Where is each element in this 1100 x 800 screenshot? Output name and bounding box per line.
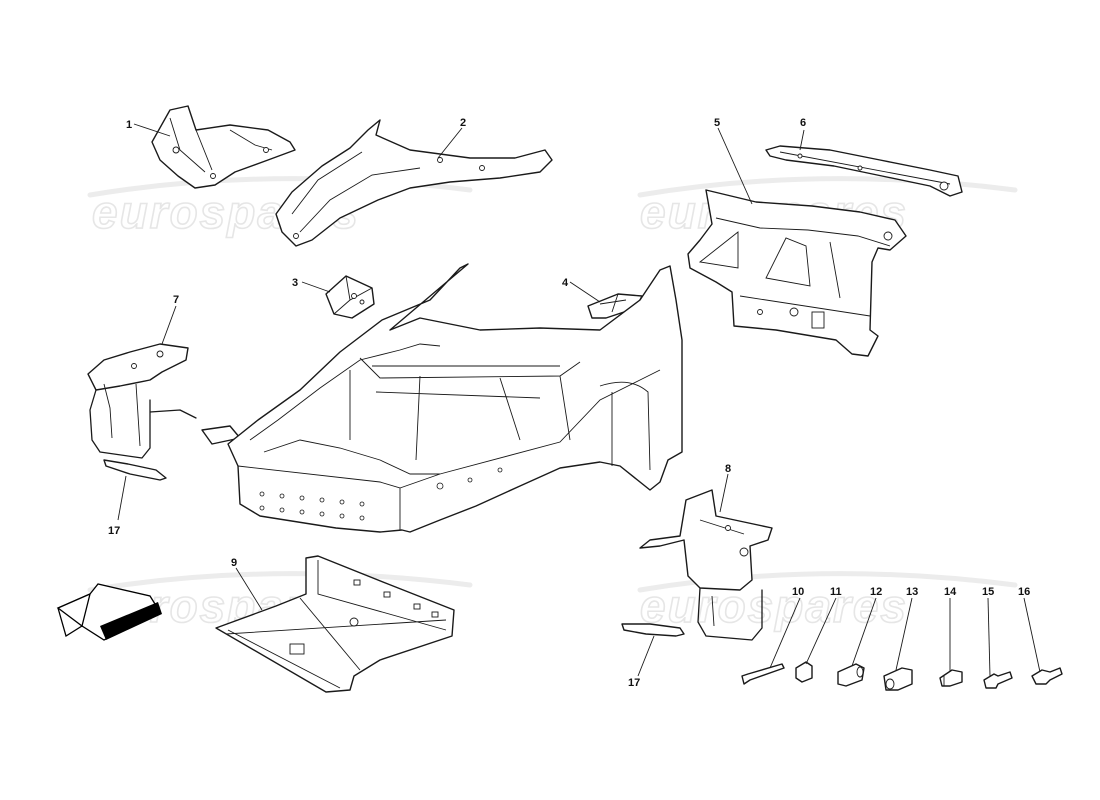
callout-10: 10 — [792, 586, 804, 598]
callout-13: 13 — [906, 586, 918, 598]
part-16-screw[interactable] — [1031, 667, 1063, 685]
callout-5: 5 — [714, 117, 720, 129]
callout-16: 16 — [1018, 586, 1030, 598]
callout-15: 15 — [982, 586, 994, 598]
part-5-rear-bulkhead[interactable] — [687, 189, 907, 357]
part-3-bracket[interactable] — [325, 275, 375, 319]
part-10-rivet[interactable] — [741, 663, 785, 685]
callout-2: 2 — [460, 117, 466, 129]
callout-1: 1 — [126, 119, 132, 131]
callout-labels: 1 2 3 4 5 6 7 8 9 10 11 12 13 14 15 16 1… — [108, 117, 1030, 689]
callout-17-right: 17 — [628, 677, 640, 689]
leader-lines — [117, 123, 1041, 677]
part-1-front-panel[interactable] — [151, 105, 296, 189]
front-direction-arrow-icon — [56, 583, 162, 641]
part-12-spacer[interactable] — [837, 663, 865, 687]
watermark-text: eurospares — [640, 580, 908, 632]
part-14-bolt[interactable] — [939, 669, 963, 687]
callout-14: 14 — [944, 586, 957, 598]
part-8-rear-support[interactable] — [639, 489, 773, 641]
part-13-bushing[interactable] — [883, 667, 913, 691]
watermark-bottom-right: eurospares — [637, 571, 1018, 633]
part-17-strip-right[interactable] — [621, 623, 685, 637]
part-11-grommet[interactable] — [795, 661, 813, 683]
callout-11: 11 — [830, 586, 842, 598]
callout-4: 4 — [562, 277, 569, 289]
callout-8: 8 — [725, 463, 731, 475]
callout-7: 7 — [173, 294, 179, 306]
part-2-upper-frame[interactable] — [275, 119, 553, 247]
callout-9: 9 — [231, 557, 237, 569]
main-chassis-frame[interactable] — [201, 263, 683, 533]
part-17-strip-left[interactable] — [103, 459, 167, 481]
callout-3: 3 — [292, 277, 298, 289]
part-15-bolt[interactable] — [983, 671, 1013, 689]
callout-12: 12 — [870, 586, 882, 598]
callout-6: 6 — [800, 117, 806, 129]
callout-17-left: 17 — [108, 525, 120, 537]
part-6-rear-crossbar[interactable] — [765, 145, 963, 197]
part-7-front-support[interactable] — [87, 343, 197, 459]
part-9-underbody-panel[interactable] — [215, 555, 455, 693]
